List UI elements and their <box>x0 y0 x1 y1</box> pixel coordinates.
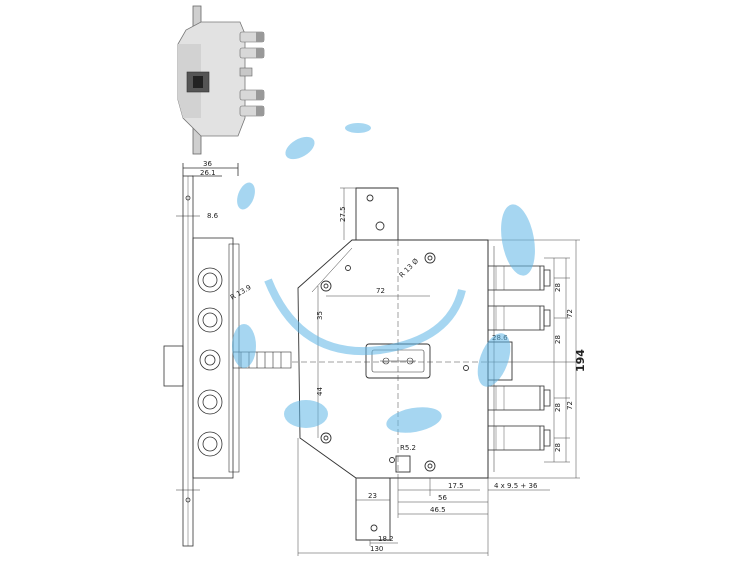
dim-center-to-hole: 72 <box>376 287 385 295</box>
dim-total-width: 130 <box>370 545 383 553</box>
dim-angle-note: R 13 Ø <box>398 257 421 280</box>
handle-radius-label: R 13.9 <box>229 283 253 301</box>
dim-left-lower: 44 <box>316 387 324 396</box>
watermark <box>232 123 535 433</box>
dim-pitch-2: 28 <box>554 335 562 344</box>
dim-top-tab: 27.5 <box>339 206 347 222</box>
dim-span-upper: 72 <box>566 309 574 318</box>
inner-width-label: 26.1 <box>200 169 216 177</box>
dim-46-5: 46.5 <box>430 506 446 514</box>
top-width-label: 36 <box>203 160 212 168</box>
dim-pitch-3: 28 <box>554 403 562 412</box>
dim-56: 56 <box>438 494 447 502</box>
dim-cam-radius: R5.2 <box>400 444 416 452</box>
dim-span-lower: 72 <box>566 401 574 410</box>
dim-total-height: 194 <box>574 349 587 372</box>
dim-18-2: 18.2 <box>378 535 394 543</box>
dim-17-5: 17.5 <box>448 482 464 490</box>
dimension-lines <box>292 187 580 556</box>
dim-plate-bot: 23 <box>368 492 377 500</box>
side-note-label: 8.6 <box>207 212 219 220</box>
dim-left-upper: 35 <box>316 311 324 320</box>
dim-pitch-1: 28 <box>554 283 562 292</box>
dim-bolts: 4 x 9.5 + 36 <box>494 482 538 490</box>
lock-3d-view <box>177 5 265 155</box>
dim-pitch-4: 28 <box>554 443 562 452</box>
lock-side-view <box>163 163 292 547</box>
